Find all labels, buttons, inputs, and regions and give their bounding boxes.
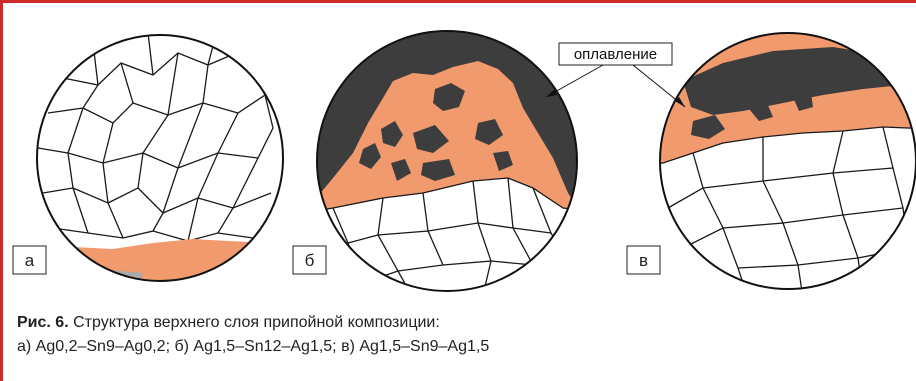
callout-label: оплавление — [574, 46, 657, 63]
callout: оплавление — [546, 43, 685, 107]
panel-b-label: б — [305, 251, 315, 270]
panel-a: а — [13, 23, 303, 293]
panel-a-label: а — [25, 251, 35, 270]
figure-panels: а — [3, 3, 916, 303]
caption-figure-label: Рис. 6. — [17, 314, 69, 331]
caption-legend: а) Ag0,2–Sn9–Ag0,2; б) Ag1,5–Sn12–Ag1,5;… — [17, 335, 489, 359]
panel-b: б — [293, 23, 603, 303]
panel-c-label: в — [639, 251, 648, 270]
figure-caption: Рис. 6. Структура верхнего слоя припойно… — [17, 311, 489, 359]
caption-title: Структура верхнего слоя припойной композ… — [73, 314, 440, 331]
